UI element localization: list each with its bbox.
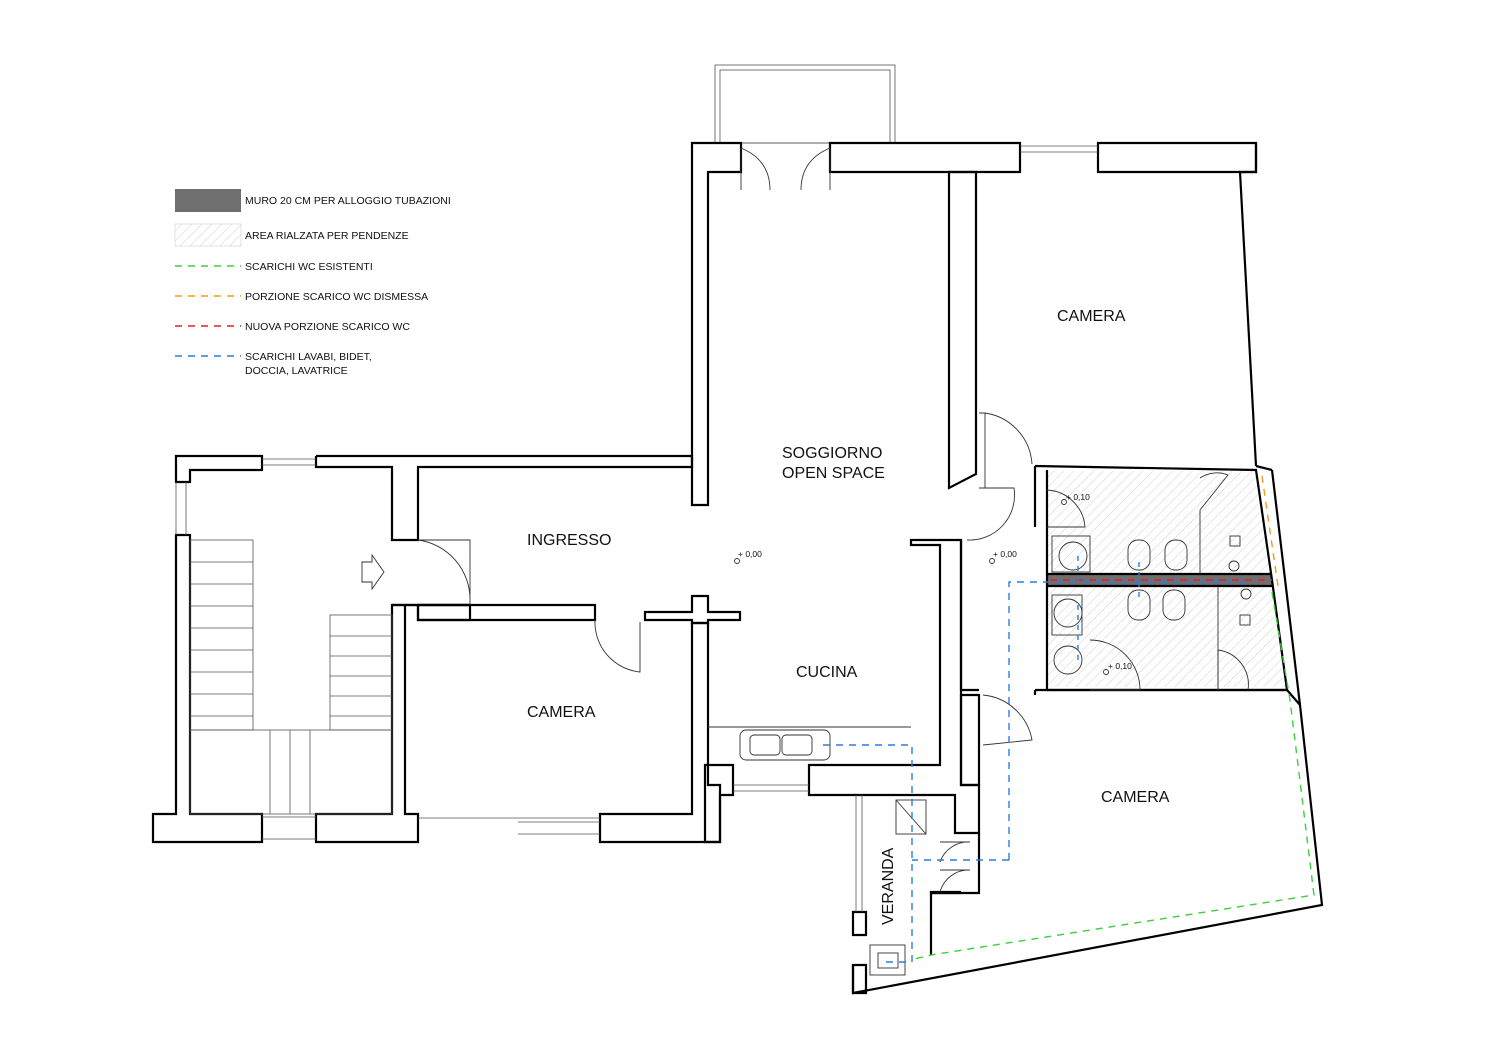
entrance-arrow-icon [361,553,385,591]
fixtures [708,510,1252,976]
openings [175,145,1098,912]
legend-swatch-area [174,223,242,247]
washing-machine-icon [869,944,906,976]
room-cucina: CUCINA [796,664,858,681]
level-marker-2-icon [989,558,995,564]
washbasin-icon [1058,541,1088,571]
walls [151,141,1324,995]
room-ingresso: INGRESSO [527,532,611,549]
level-markers: + 0,00 + 0,00 + 0,10 + 0,10 [734,492,1132,675]
legend: MURO 20 CM PER ALLOGGIO TUBAZIONI AREA R… [174,189,451,377]
level-marker-4-icon [1103,669,1109,675]
room-camera-right: CAMERA [1101,789,1170,806]
washbasin-2-icon [1053,598,1083,628]
wc-icon [1164,539,1188,571]
balcony [714,64,896,144]
drain-wc-dismessa [1261,475,1279,587]
room-camera-left: CAMERA [527,704,596,721]
stairs [189,539,393,815]
legend-label-muro: MURO 20 CM PER ALLOGGIO TUBAZIONI [245,195,451,207]
drain-wc-esistenti [909,591,1315,961]
room-soggiorno-1: SOGGIORNO [782,445,882,462]
drain-lavabi [1008,581,1247,860]
level-soggiorno: + 0,00 [738,549,762,559]
laundry-tub-icon [895,799,927,835]
level-bagno2: + 0,10 [1108,661,1132,671]
legend-label-lavabi-2: DOCCIA, LAVATRICE [245,365,348,377]
legend-label-area: AREA RIALZATA PER PENDENZE [245,230,409,242]
room-camera-top: CAMERA [1057,308,1126,325]
legend-label-wc-esistenti: SCARICHI WC ESISTENTI [245,261,373,273]
level-marker-icon [734,558,740,564]
level-marker-3-icon [1061,499,1067,505]
bidet-icon [1127,539,1151,571]
room-veranda: VERANDA [880,847,897,925]
bidet-2-icon [1127,589,1151,621]
kitchen-sink-icon [739,729,831,761]
doors [417,147,1249,893]
legend-label-wc-dismessa: PORZIONE SCARICO WC DISMESSA [245,291,428,303]
room-soggiorno-2: OPEN SPACE [782,465,885,482]
legend-label-lavabi-1: SCARICHI LAVABI, BIDET, [245,351,372,363]
legend-label-wc-nuova: NUOVA PORZIONE SCARICO WC [245,321,410,333]
level-bagno1: + 0,10 [1066,492,1090,502]
wc-2-icon [1162,589,1186,621]
legend-swatch-muro [175,189,241,212]
drain-lines [823,475,1315,963]
raised-area [1047,471,1287,687]
room-labels: CAMERA SOGGIORNO OPEN SPACE INGRESSO CUC… [527,308,1170,925]
level-disimpegno: + 0,00 [993,549,1017,559]
washbasin-3-icon [1053,645,1083,675]
